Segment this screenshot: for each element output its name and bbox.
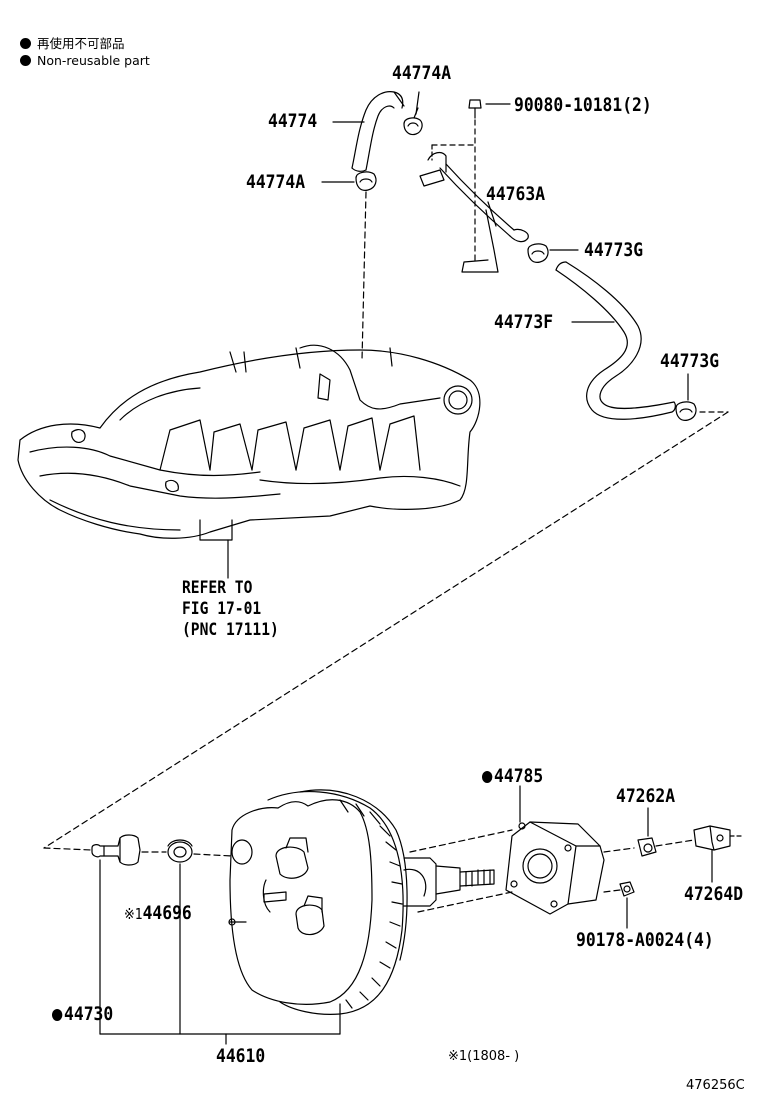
label-44610: 44610	[216, 1045, 266, 1067]
gasket-44785	[505, 821, 605, 915]
figure-id: 476256C	[686, 1078, 745, 1093]
label-44785: 44785	[482, 766, 543, 786]
non-reusable-dot-icon	[20, 38, 31, 49]
nut-90178	[619, 881, 635, 897]
nut-47262A	[637, 837, 657, 857]
label-47262A: 47262A	[616, 785, 676, 807]
hose-44774	[351, 91, 405, 172]
non-reusable-dot-icon	[52, 1009, 63, 1021]
clip-44773G-top	[527, 243, 549, 263]
label-44696: ※144696	[124, 902, 192, 924]
label-44774A-top: 44774A	[392, 62, 452, 84]
label-44763A: 44763A	[486, 183, 546, 205]
leader-44610-bracket	[99, 859, 341, 1045]
label-44774: 44774	[268, 110, 318, 132]
label-90080: 90080-10181(2)	[514, 94, 652, 116]
hose-44773F	[555, 261, 676, 420]
intake-manifold	[17, 344, 481, 541]
label-44730: 44730	[52, 1004, 113, 1024]
label-47264D: 47264D	[684, 883, 744, 905]
leader-44774A-top	[415, 91, 420, 115]
label-44774A-mid: 44774A	[246, 171, 306, 193]
dash-long-diagonal	[43, 411, 729, 849]
clip-44773G-right	[675, 401, 697, 421]
footnote: ※1(1808- )	[448, 1049, 520, 1064]
non-reusable-dot-icon	[20, 55, 31, 66]
label-90178: 90178-A0024(4)	[576, 929, 714, 951]
clevis-47264D	[693, 825, 745, 851]
leader-44763A	[487, 201, 497, 227]
legend-item-en: Non-reusable part	[20, 53, 150, 68]
brake-booster-44610	[228, 789, 495, 1015]
pipe-44763A	[419, 144, 529, 273]
bolt-90080	[468, 99, 482, 119]
check-valve-44730	[91, 834, 141, 866]
grommet-44696	[167, 839, 193, 863]
label-44773F: 44773F	[494, 311, 554, 333]
label-44773G-top: 44773G	[584, 239, 644, 261]
legend-item-jp: 再使用不可部品	[20, 33, 125, 52]
refer-note: REFER TO FIG 17-01 (PNC 17111)	[182, 578, 279, 640]
clip-44774A-mid	[355, 171, 377, 191]
clip-44774A-top	[403, 107, 423, 136]
label-44773G-right: 44773G	[660, 350, 720, 372]
dash-hose-to-manifold	[361, 191, 367, 361]
non-reusable-dot-icon	[482, 771, 493, 783]
